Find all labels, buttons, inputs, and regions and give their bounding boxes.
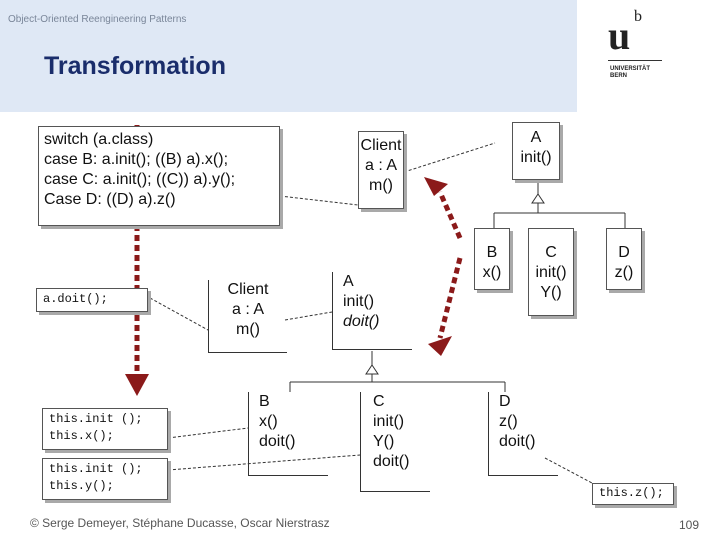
class-method: init() [373, 413, 405, 430]
logo-caption-line: BERN [610, 73, 628, 79]
class-name: D [499, 393, 511, 410]
university-logo-superscript: b [634, 8, 642, 25]
code-line: this.z(); [599, 486, 664, 500]
class-a-box: A init() [512, 122, 560, 180]
class-c-code: this.init (); this.y(); [42, 458, 168, 500]
class-name: C [545, 244, 557, 261]
page-number: 109 [679, 518, 700, 532]
class-c-box: C init() Y() [528, 228, 574, 316]
course-title: Object-Oriented Reengineering Patterns [8, 14, 187, 25]
class-method: x() [482, 264, 502, 281]
logo-divider [608, 60, 662, 61]
class-name: D [618, 244, 630, 261]
university-logo-caption: UNIVERSITÄT BERN [610, 66, 650, 80]
class-d-code: this.z(); [592, 483, 674, 505]
transformation-arrowhead [428, 336, 452, 356]
class-name: A [343, 273, 354, 290]
class-name: Client [227, 281, 269, 298]
class-b-box: B x() [474, 228, 510, 290]
code-line: switch (a.class) [44, 131, 154, 148]
class-method: z() [499, 413, 518, 430]
class-name: B [486, 244, 498, 261]
class-d-box: D z() [606, 228, 642, 290]
code-line: this.init (); [49, 462, 143, 476]
class-b-after: B x() doit() [248, 392, 328, 476]
inheritance-triangle [365, 364, 379, 375]
class-b-code: this.init (); this.x(); [42, 408, 168, 450]
university-logo-mark: u [608, 13, 631, 58]
code-link [149, 297, 209, 331]
class-method: doit() [499, 433, 536, 450]
class-method: doit() [259, 433, 296, 450]
class-method: z() [614, 264, 634, 281]
association-line [403, 142, 496, 173]
class-method: Y() [373, 433, 395, 450]
class-c-after: C init() Y() doit() [360, 392, 430, 492]
class-method: x() [259, 413, 278, 430]
switch-code-box: switch (a.class) case B: a.init(); ((B) … [38, 126, 280, 226]
code-line: this.y(); [49, 479, 114, 493]
class-method: init() [520, 149, 552, 166]
slide-title: Transformation [44, 52, 226, 80]
class-attribute: a : A [364, 157, 398, 174]
association-line [284, 311, 333, 321]
class-method: doit() [373, 453, 410, 470]
transformation-arrowhead [424, 177, 448, 196]
class-d-after: D z() doit() [488, 392, 558, 476]
class-method: init() [343, 293, 375, 310]
class-method: m() [236, 321, 260, 338]
doit-call-code: a.doit(); [36, 288, 148, 312]
code-link [279, 195, 359, 206]
class-attribute: a : A [231, 301, 265, 318]
class-method: m() [369, 177, 393, 194]
transformation-arrowhead [125, 374, 149, 396]
transformation-arrow-shaft [437, 191, 463, 239]
abstract-method: doit() [343, 313, 380, 330]
code-line: case C: a.init(); ((C)) a).y(); [44, 171, 236, 188]
footer-credits: © Serge Demeyer, Stéphane Ducasse, Oscar… [30, 516, 330, 530]
class-name: A [530, 129, 542, 146]
code-line: this.x(); [49, 429, 114, 443]
transformation-arrow-shaft [437, 257, 463, 339]
inheritance-triangle [531, 193, 545, 204]
code-line: this.init (); [49, 412, 143, 426]
class-a-after: A init() doit() [332, 272, 412, 350]
class-name: C [373, 393, 385, 410]
code-link [544, 457, 593, 484]
code-link [167, 427, 249, 439]
class-method: Y() [540, 284, 562, 301]
code-link [167, 454, 361, 471]
client-class-after: Client a : A m() [208, 280, 287, 353]
code-line: Case D: ((D) a).z() [44, 191, 176, 208]
code-line: a.doit(); [43, 292, 108, 306]
class-name: Client [360, 137, 402, 154]
code-line: case B: a.init(); ((B) a).x(); [44, 151, 229, 168]
client-class-box: Client a : A m() [358, 131, 404, 209]
logo-caption-line: UNIVERSITÄT [610, 66, 651, 72]
logo-panel [577, 0, 720, 112]
class-method: init() [535, 264, 567, 281]
class-name: B [259, 393, 270, 410]
